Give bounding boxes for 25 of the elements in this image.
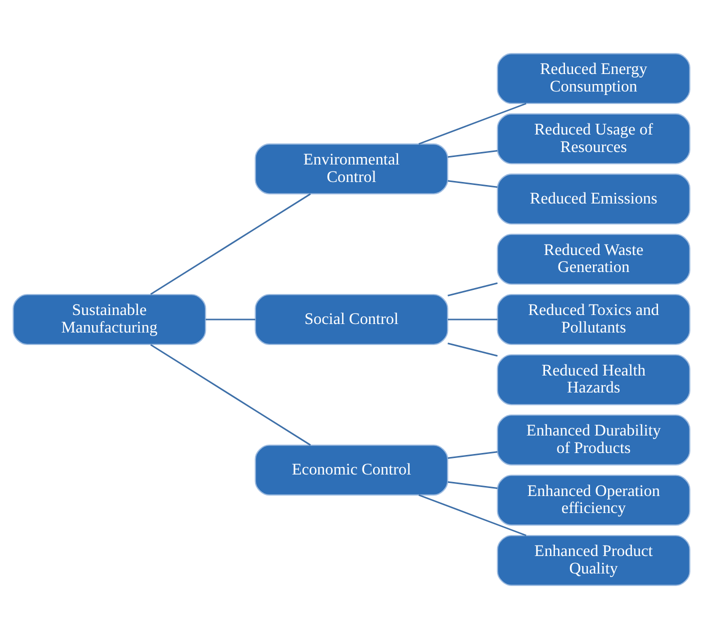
node-box: Reduced Energy Consumption: [496, 52, 690, 104]
connector: [448, 450, 498, 458]
node-box: Enhanced Durability of Products: [496, 414, 690, 465]
node-box: Reduced Usage of Resources: [496, 112, 690, 164]
node-box: Enhanced Product Quality: [496, 534, 690, 586]
node-box: Sustainable Manufacturing: [12, 294, 206, 344]
connector: [418, 494, 526, 536]
connector: [448, 149, 498, 158]
node-box: Reduced Health Hazards: [496, 354, 690, 405]
connector: [448, 480, 498, 489]
node-box: Environmental Control: [254, 142, 448, 194]
connector: [448, 318, 498, 320]
connector: [448, 282, 498, 296]
node-box: Reduced Waste Generation: [496, 233, 690, 284]
connector: [448, 180, 498, 188]
node-box: Reduced Emissions: [496, 173, 690, 224]
connector: [206, 318, 256, 320]
node-box: Economic Control: [254, 444, 448, 496]
connector: [150, 344, 311, 446]
node-box: Reduced Toxics and Pollutants: [496, 294, 690, 344]
node-box: Social Control: [254, 294, 448, 344]
connector: [150, 192, 311, 294]
connector: [418, 102, 526, 144]
connector: [448, 342, 498, 356]
node-box: Enhanced Operation efficiency: [496, 474, 690, 526]
